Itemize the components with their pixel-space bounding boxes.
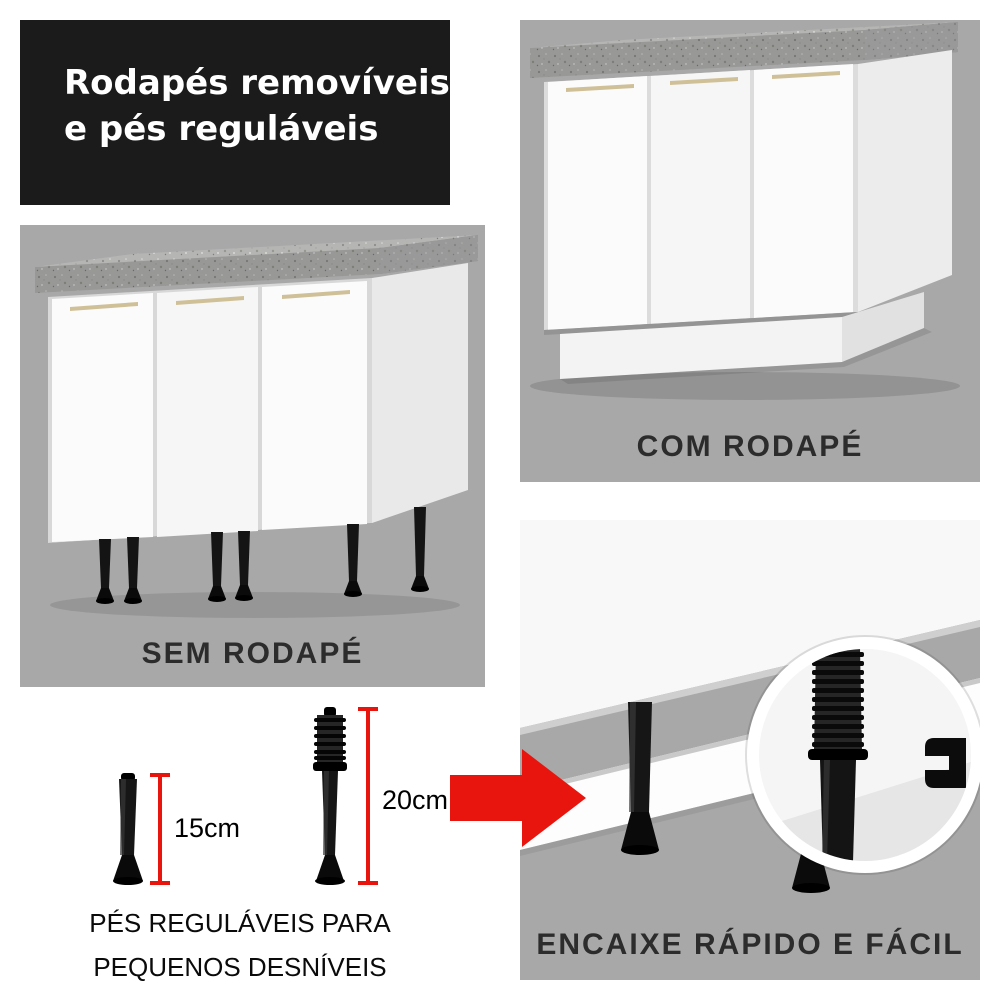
title-line1: Rodapés removíveis [64, 63, 450, 103]
title-line2: e pés reguláveis [64, 109, 379, 149]
door-handle [566, 84, 634, 92]
door-left [52, 293, 153, 542]
measure-line-20cm [358, 707, 378, 885]
cabinet-illustration-com-rodape [530, 22, 960, 400]
foot-20cm-illustration [313, 707, 347, 885]
measure-line-15cm [150, 773, 170, 885]
cabinet-foot-left [621, 702, 659, 855]
floor-shadow [530, 372, 960, 400]
plinth-rodape [560, 292, 932, 384]
floor-shadow [50, 592, 460, 618]
label-com-rodape: COM RODAPÉ [636, 430, 864, 463]
panel-encaixe: ENCAIXE RÁPIDO E FÁCIL [520, 520, 980, 980]
door-handle [772, 71, 840, 79]
door-left [548, 76, 647, 330]
cabinet-illustration-sem-rodape [35, 235, 478, 618]
feet-caption-line2: PEQUENOS DESNÍVEIS [93, 952, 387, 982]
magnified-threaded-foot [808, 649, 868, 861]
door-handle [282, 290, 350, 299]
panel-com-rodape: COM RODAPÉ [520, 20, 980, 482]
measurement-20cm: 20cm [382, 785, 449, 815]
door-middle [651, 70, 750, 324]
magnified-floor [759, 760, 971, 861]
door-handle [176, 296, 244, 305]
countertop [35, 235, 478, 293]
title-banner: Rodapés removíveis e pés reguláveis [20, 20, 450, 205]
feet-caption: PÉS REGULÁVEIS PARA PEQUENOS DESNÍVEIS [0, 901, 480, 989]
door-handle [670, 77, 738, 85]
mounting-clip [925, 738, 966, 788]
feet-caption-line1: PÉS REGULÁVEIS PARA [89, 908, 391, 938]
label-sem-rodape: SEM RODAPÉ [141, 637, 364, 670]
red-arrow-icon [450, 743, 590, 853]
adjustable-feet-illustration [113, 707, 378, 885]
adjustable-legs [96, 507, 429, 604]
fitting-closeup-illustration [520, 520, 980, 893]
feet-measurement-area: 15cm 20cm PÉS REGULÁVEIS PARA PEQUENOS D… [0, 685, 500, 1000]
door-right [754, 64, 853, 318]
door-right [262, 281, 367, 530]
panel-sem-rodape: SEM RODAPÉ [20, 225, 485, 687]
countertop [530, 22, 958, 78]
foot-15cm-illustration [113, 773, 143, 885]
door-middle [157, 287, 258, 537]
cabinet-body [544, 50, 952, 335]
magnifier-detail [745, 635, 980, 875]
label-encaixe: ENCAIXE RÁPIDO E FÁCIL [536, 928, 964, 961]
door-handle [70, 302, 138, 311]
measurement-15cm: 15cm [174, 813, 241, 843]
cabinet-body [48, 263, 468, 547]
